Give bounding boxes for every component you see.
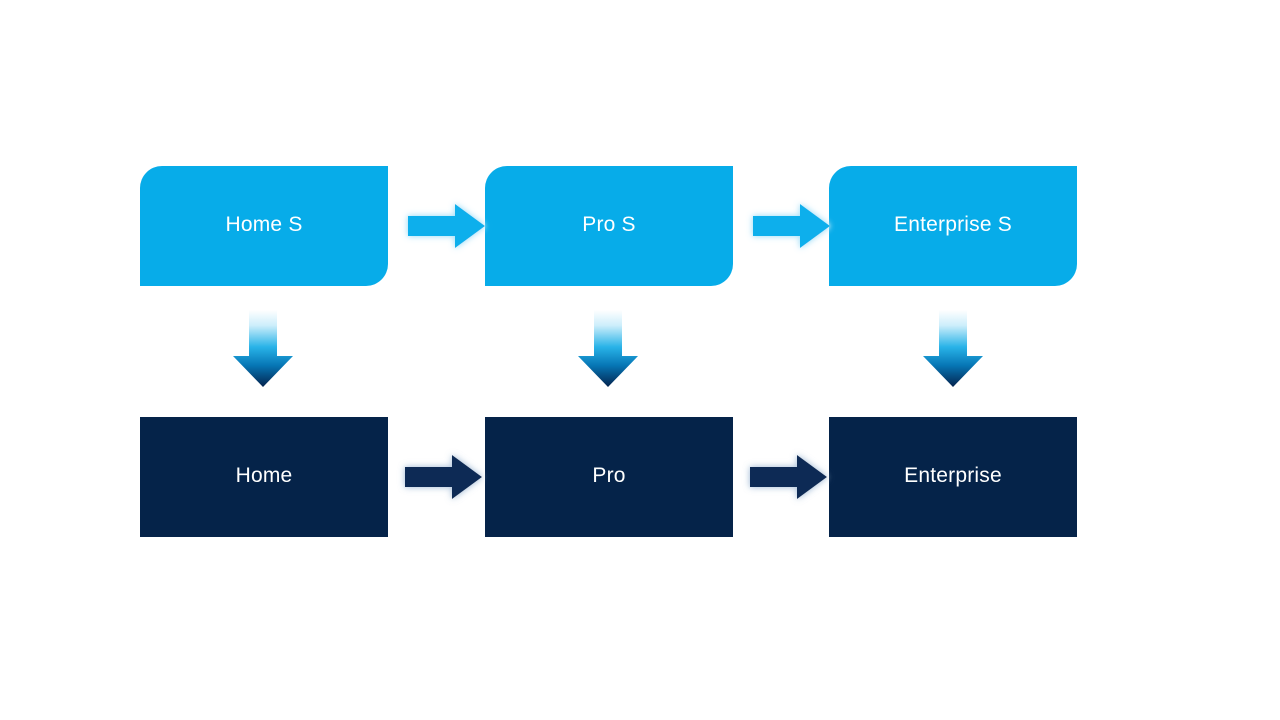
node-home-s[interactable]: Home S	[140, 166, 388, 286]
right-arrow-icon	[408, 203, 486, 249]
node-label: Home S	[225, 213, 303, 237]
down-arrow-icon	[232, 310, 294, 388]
node-label: Pro S	[582, 213, 636, 237]
node-label: Pro	[592, 464, 626, 488]
right-arrow-icon	[750, 454, 828, 500]
right-arrow-icon	[753, 203, 831, 249]
node-label: Enterprise	[904, 464, 1002, 488]
down-arrow-icon	[577, 310, 639, 388]
node-pro-s[interactable]: Pro S	[485, 166, 733, 286]
node-enterprise-s[interactable]: Enterprise S	[829, 166, 1077, 286]
down-arrow-icon	[922, 310, 984, 388]
node-label: Enterprise S	[894, 213, 1012, 237]
node-label: Home	[235, 464, 293, 488]
node-home[interactable]: Home	[140, 417, 388, 537]
node-pro[interactable]: Pro	[485, 417, 733, 537]
right-arrow-icon	[405, 454, 483, 500]
node-enterprise[interactable]: Enterprise	[829, 417, 1077, 537]
